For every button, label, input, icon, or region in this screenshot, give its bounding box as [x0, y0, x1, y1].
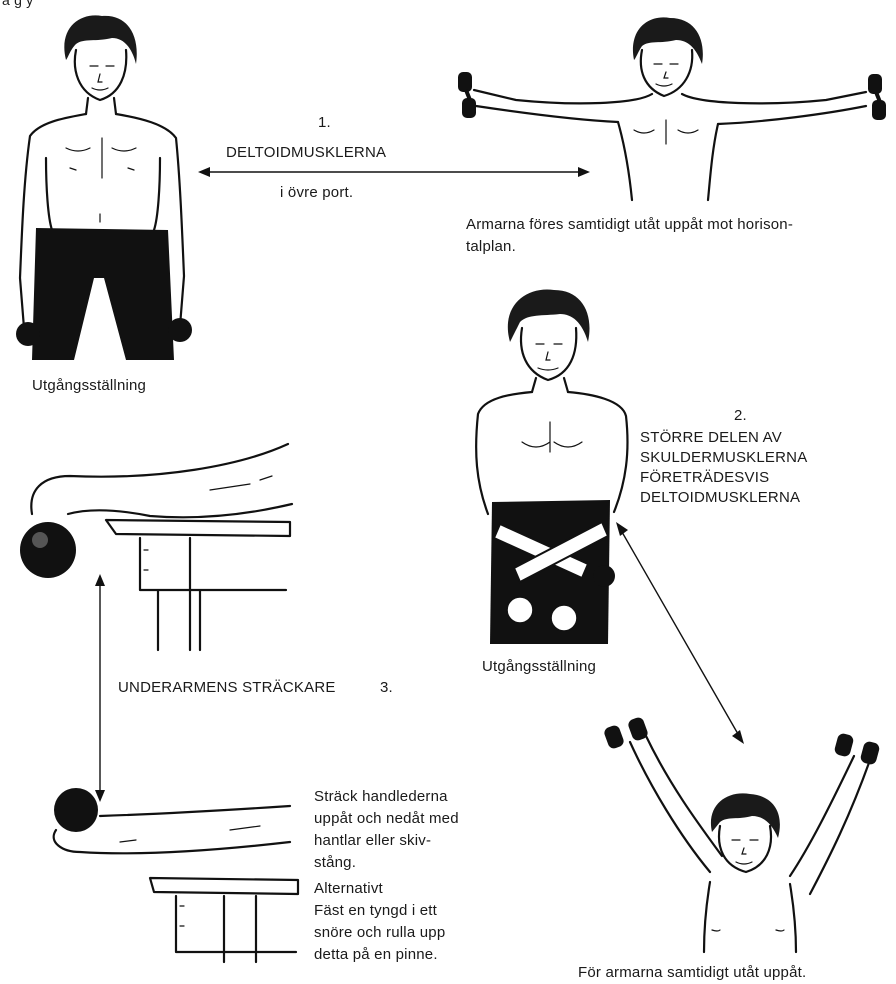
ex1-start-label: Utgångsställning [32, 376, 146, 395]
ex1-caption-line1: Armarna föres samtidigt utåt uppåt mot h… [466, 215, 793, 234]
ex3-alt-title: Alternativt [314, 879, 383, 898]
figure-forearm-wrist-up [20, 786, 300, 966]
ex2-line1: STÖRRE DELEN AV [640, 428, 782, 447]
ex3-desc-line2: uppåt och nedåt med [314, 809, 459, 828]
ex2-double-arrow [612, 520, 748, 746]
ex3-desc-line3: hantlar eller skiv- [314, 831, 431, 850]
ex1-caption-line2: talplan. [466, 237, 516, 256]
figure-arms-overhead [600, 716, 896, 954]
figure-arms-sideways [456, 10, 896, 210]
ex1-number: 1. [318, 113, 331, 132]
figure-forearm-wrist-down [10, 440, 300, 660]
ex3-alt-line1: Fäst en tyngd i ett [314, 901, 437, 920]
ex3-double-arrow [90, 572, 110, 804]
ex2-caption: För armarna samtidigt utåt uppåt. [578, 963, 806, 982]
ex3-desc-line1: Sträck handlederna [314, 787, 448, 806]
ex3-desc-line4: stång. [314, 853, 356, 872]
ex3-muscle-label: UNDERARMENS STRÄCKARE [118, 678, 336, 697]
ex3-alt-line3: detta på en pinne. [314, 945, 438, 964]
ex2-number: 2. [734, 406, 747, 425]
ex3-number: 3. [380, 678, 393, 697]
ex2-start-label: Utgångsställning [482, 657, 596, 676]
ex1-muscle-label: DELTOIDMUSKLERNA [226, 143, 386, 162]
ex2-line3: FÖRETRÄDESVIS [640, 468, 769, 487]
ex2-line4: DELTOIDMUSKLERNA [640, 488, 800, 507]
ex3-alt-line2: snöre och rulla upp [314, 923, 445, 942]
figure-standing-start [0, 8, 200, 368]
ex2-line2: SKULDERMUSKLERNA [640, 448, 807, 467]
ex1-sub-label: i övre port. [280, 183, 353, 202]
